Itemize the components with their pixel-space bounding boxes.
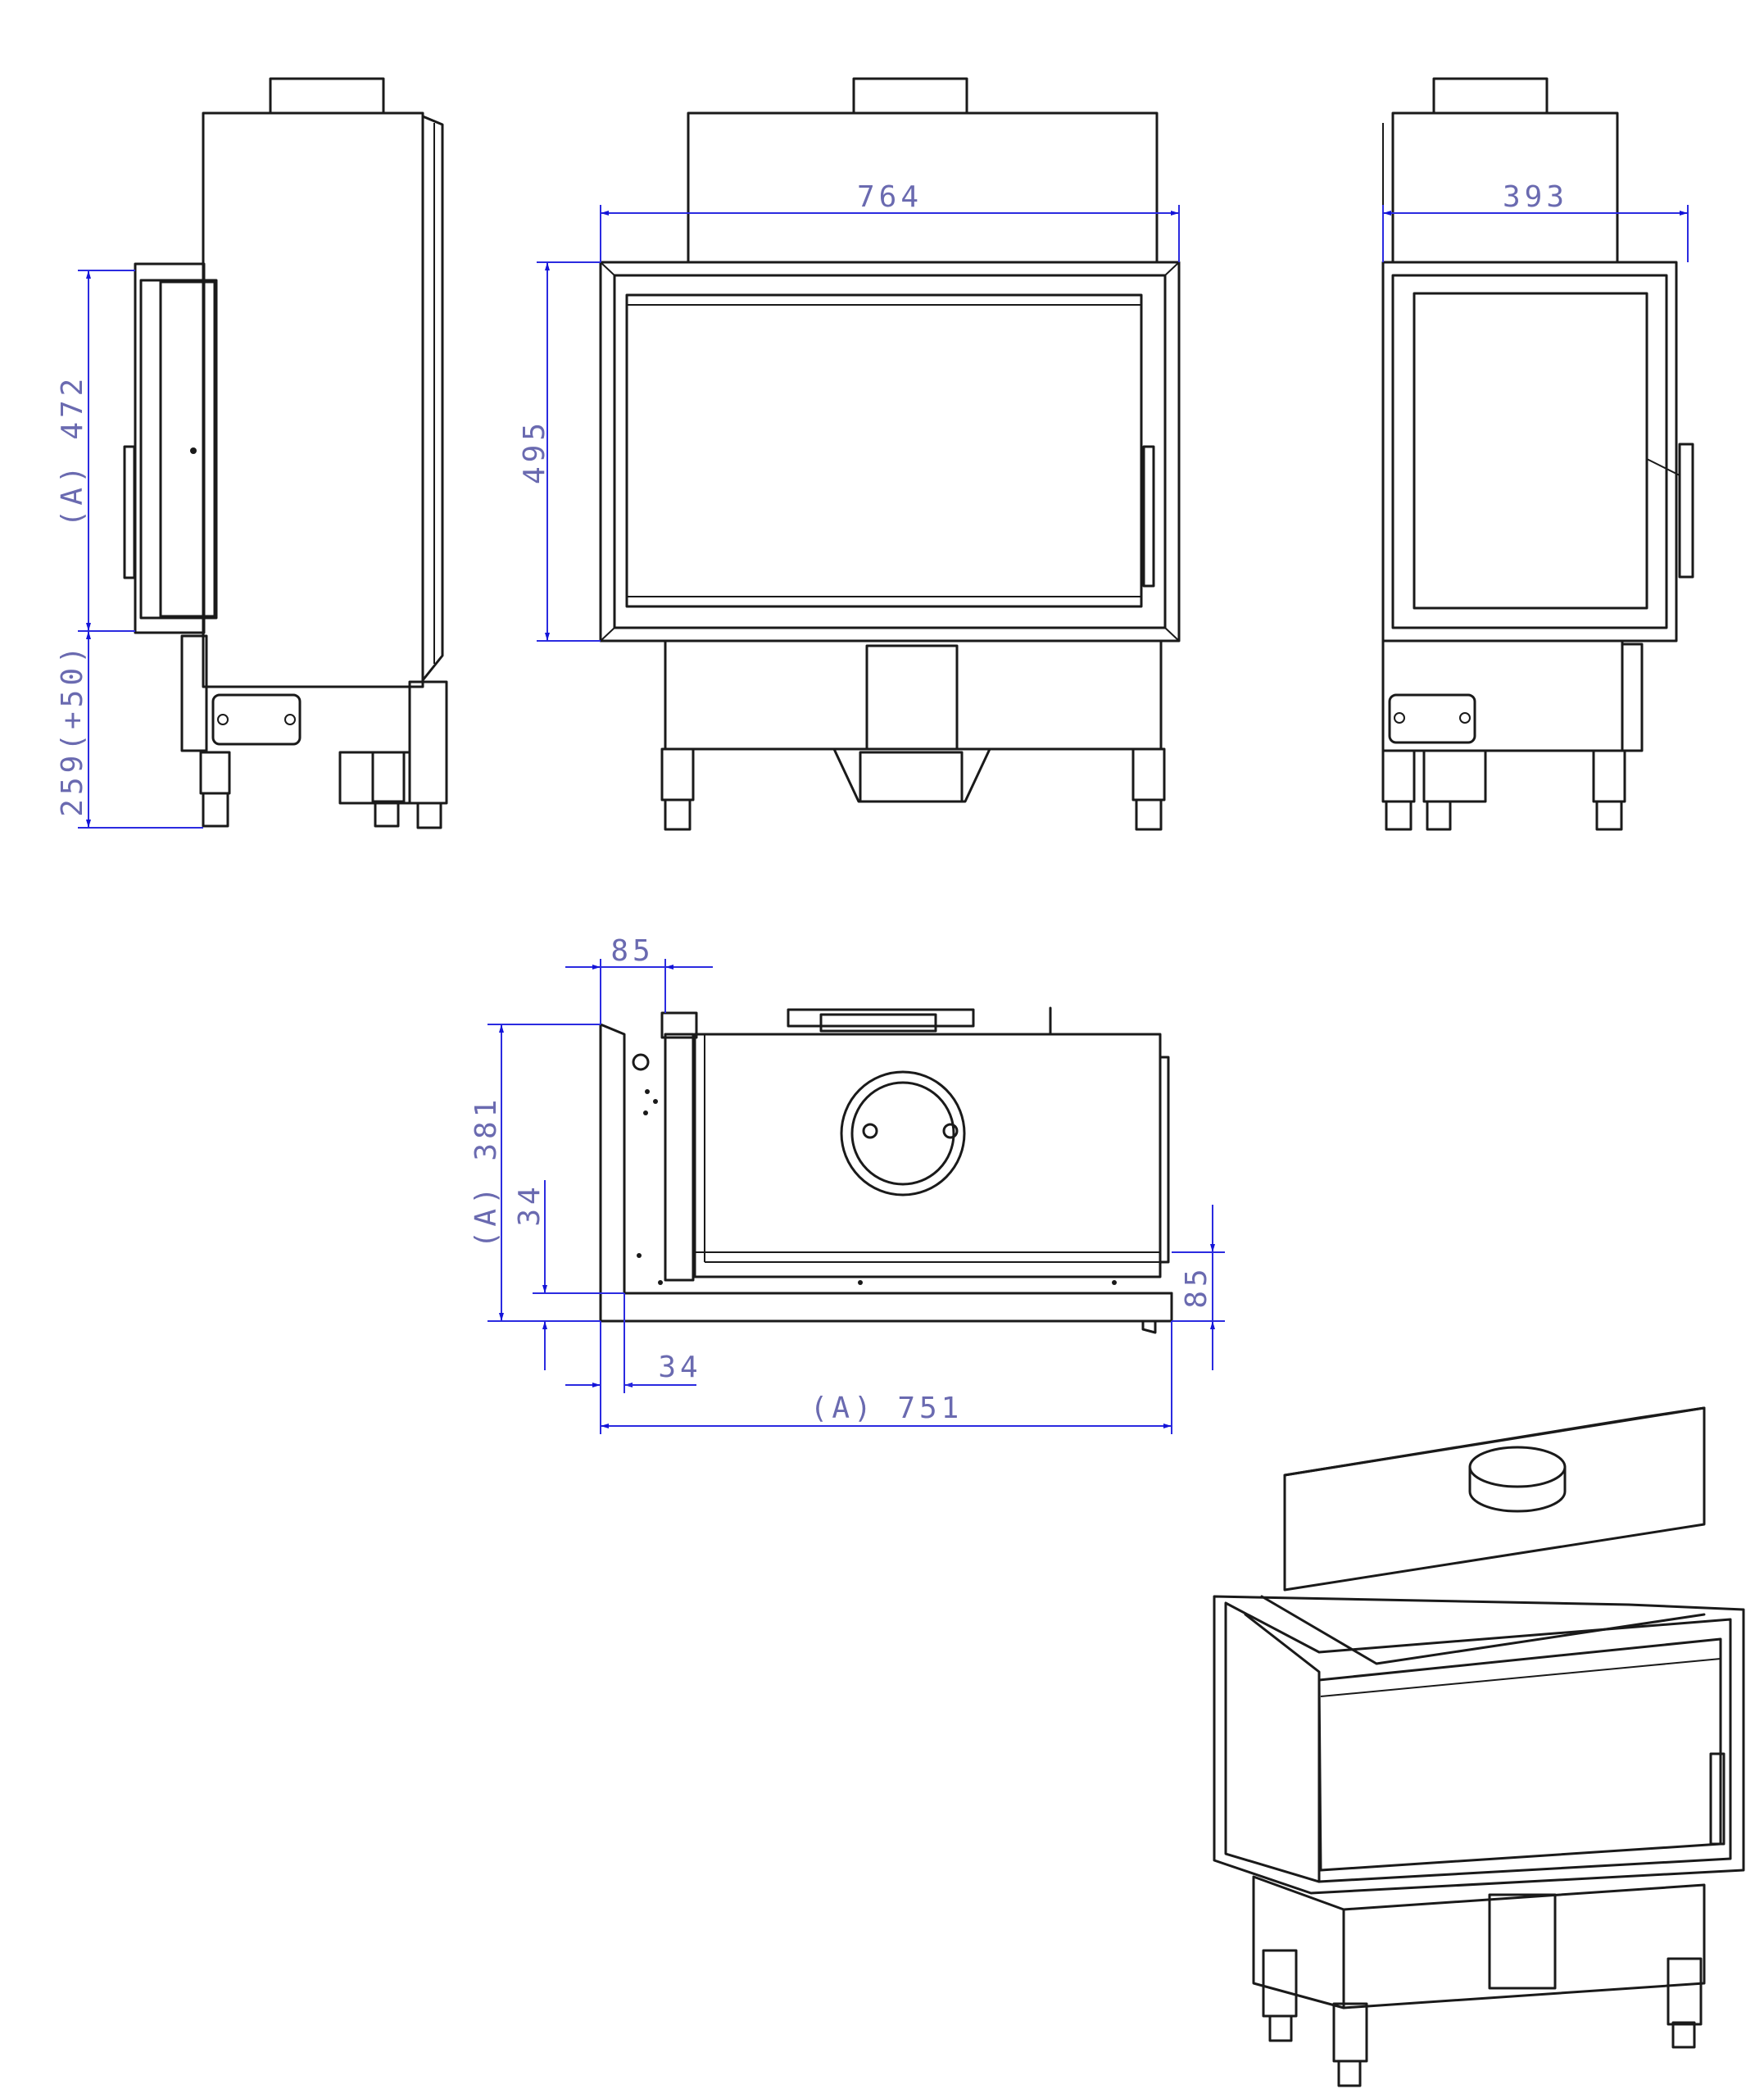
dim-side-base-height: 259(+50) [56, 631, 203, 829]
dim-top-offset-left: 85 [565, 934, 713, 1024]
dim-top-inner-34-h-text: 34 [658, 1351, 701, 1384]
dim-front-height-text: 495 [518, 419, 551, 484]
dim-side-glass-height: (A) 472 [56, 270, 135, 632]
front-view [599, 77, 1181, 831]
dim-top-right-85-text: 85 [1180, 1265, 1213, 1308]
dim-front-width-text: 764 [857, 180, 923, 214]
left-side-view [123, 77, 448, 829]
dim-side-width: 393 [1382, 180, 1689, 262]
dim-front-width: 764 [600, 180, 1180, 262]
dim-top-offset-left-text: 85 [610, 934, 654, 968]
dim-top-depth-text: (A) 381 [469, 1096, 503, 1249]
dim-top-depth: (A) 381 [469, 1024, 601, 1322]
dim-top-right-85: 85 [1172, 1205, 1225, 1370]
dim-top-inner-34-h: 34 [565, 1293, 701, 1393]
dim-side-width-text: 393 [1503, 180, 1568, 214]
dim-top-width: (A) 751 [600, 1321, 1172, 1434]
dim-top-inner-34-v: 34 [513, 1180, 624, 1370]
top-view [599, 1006, 1173, 1334]
dim-top-inner-34-v-text: 34 [513, 1183, 546, 1226]
dim-side-glass-height-text: (A) 472 [56, 375, 89, 528]
dim-front-height: 495 [518, 261, 601, 642]
isometric-view [1213, 1406, 1745, 2087]
dim-side-base-height-text: 259(+50) [56, 642, 89, 816]
dim-top-width-text: (A) 751 [810, 1392, 964, 1425]
right-side-view [1381, 77, 1694, 831]
